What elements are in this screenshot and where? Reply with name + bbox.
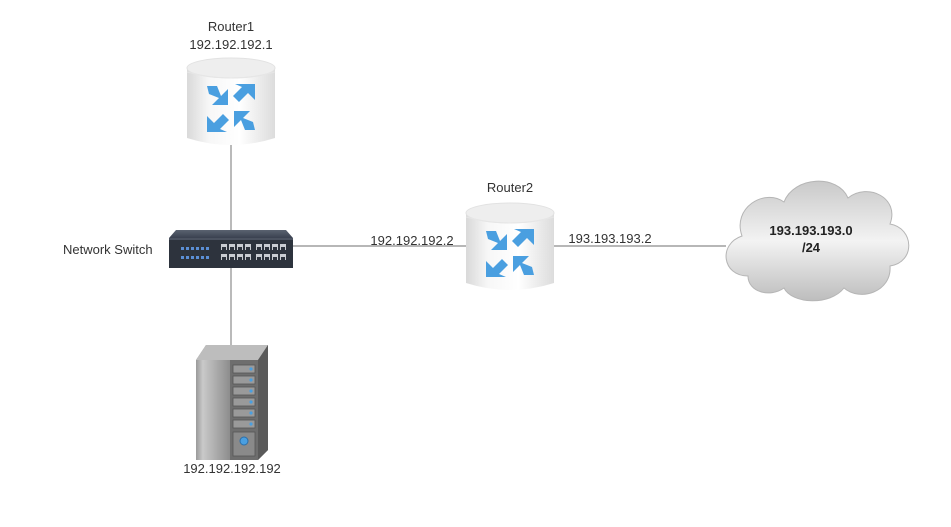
switch-name: Network Switch (63, 242, 153, 257)
cloud-network-prefix: /24 (801, 240, 821, 255)
cloud-network-address: 193.193.193.0 (769, 223, 853, 238)
link-switch-router2-ip: 192.192.192.2 (370, 233, 454, 248)
server-ip: 192.192.192.192 (183, 461, 281, 476)
network-switch-icon[interactable] (169, 230, 293, 268)
router1-ip: 192.192.192.1 (189, 37, 273, 52)
router2-name: Router2 (486, 180, 534, 195)
cloud-icon[interactable] (725, 180, 910, 302)
router2-icon[interactable] (465, 202, 555, 290)
router1-icon[interactable] (186, 57, 276, 145)
router1-name: Router1 (207, 19, 255, 34)
link-router2-cloud-ip: 193.193.193.2 (568, 231, 652, 246)
server-icon[interactable] (196, 345, 268, 460)
